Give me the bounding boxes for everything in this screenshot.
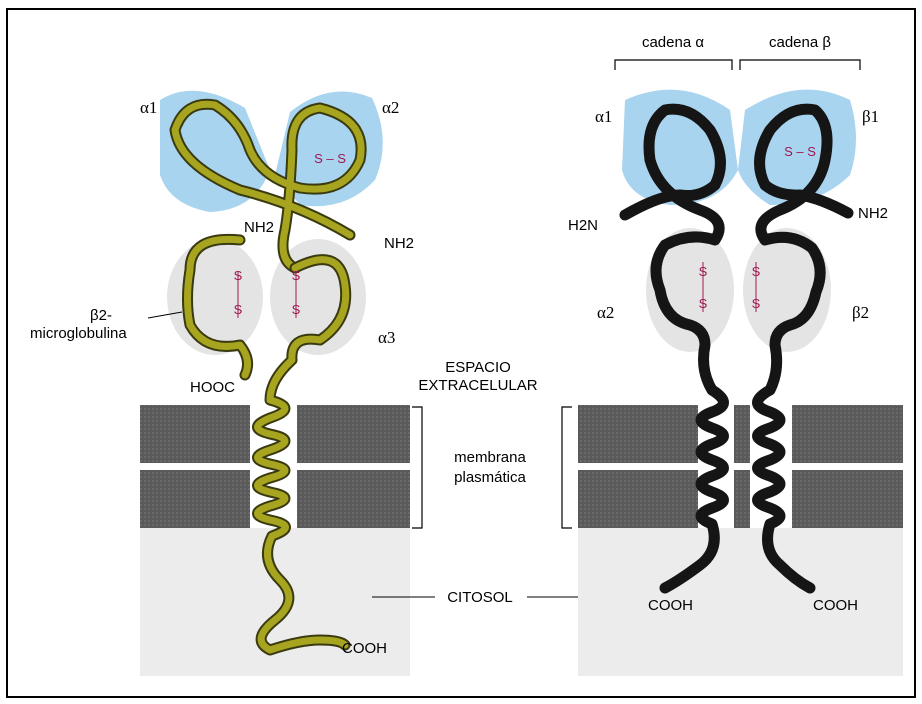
alpha-chain-bracket	[615, 60, 732, 70]
membrane-bracket-right	[562, 407, 572, 528]
right-ss-top: S – S	[784, 144, 816, 159]
hooc-label: HOOC	[190, 379, 235, 396]
right-ss-b2-s2: S	[752, 296, 761, 311]
right-membrane-outer-mid	[734, 405, 750, 463]
espacio-line2: EXTRACELULAR	[418, 377, 537, 394]
right-membrane-inner-mid	[734, 470, 750, 528]
right-ss-a2-s1: S	[699, 264, 708, 279]
left-alpha2-label: α2	[382, 98, 399, 117]
right-beta2-label: β2	[852, 303, 869, 322]
microglobulina-label: microglobulina	[30, 325, 127, 342]
cadena-alpha-label: cadena α	[642, 34, 704, 51]
left-ss-a3-s2: S	[292, 302, 301, 317]
membrana-line1: membrana	[454, 449, 526, 466]
right-cooh-left: COOH	[648, 597, 693, 614]
left-nh2-side: NH2	[384, 235, 414, 252]
right-top-domains	[622, 90, 856, 205]
left-cooh-label: COOH	[342, 640, 387, 657]
h2n-label: H2N	[568, 217, 598, 234]
right-beta1-label: β1	[862, 107, 879, 126]
left-alpha1-label: α1	[140, 98, 157, 117]
membrane-bracket-left	[412, 407, 422, 528]
espacio-line1: ESPACIO	[445, 359, 511, 376]
right-membrane-outer-b	[792, 405, 903, 463]
right-cooh-right: COOH	[813, 597, 858, 614]
right-ss-a2-s2: S	[699, 296, 708, 311]
right-membrane-outer-a	[578, 405, 698, 463]
left-nh2-top: NH2	[244, 219, 274, 236]
left-membrane-inner-a	[140, 470, 250, 528]
right-nh2-label: NH2	[858, 205, 888, 222]
beta2-label: β2-	[90, 307, 112, 324]
right-membrane-inner-b	[792, 470, 903, 528]
beta-chain-bracket	[740, 60, 860, 70]
right-alpha1-label: α1	[595, 107, 612, 126]
right-alpha2-label: α2	[597, 303, 614, 322]
left-membrane-outer-b	[297, 405, 410, 463]
left-ss-b2m-s2: S	[234, 302, 243, 317]
left-membrane-inner-b	[297, 470, 410, 528]
membrana-line2: plasmática	[454, 469, 526, 486]
left-alpha3-label: α3	[378, 328, 395, 347]
left-ss-top: S – S	[314, 151, 346, 166]
right-membrane	[578, 405, 903, 676]
cadena-beta-label: cadena β	[769, 34, 831, 51]
left-ss-b2m-s1: S	[234, 268, 243, 283]
left-ss-a3-s1: S	[292, 268, 301, 283]
citosol-label: CITOSOL	[447, 589, 513, 606]
left-membrane-outer-a	[140, 405, 250, 463]
right-membrane-inner-a	[578, 470, 698, 528]
right-ss-b2-s1: S	[752, 264, 761, 279]
